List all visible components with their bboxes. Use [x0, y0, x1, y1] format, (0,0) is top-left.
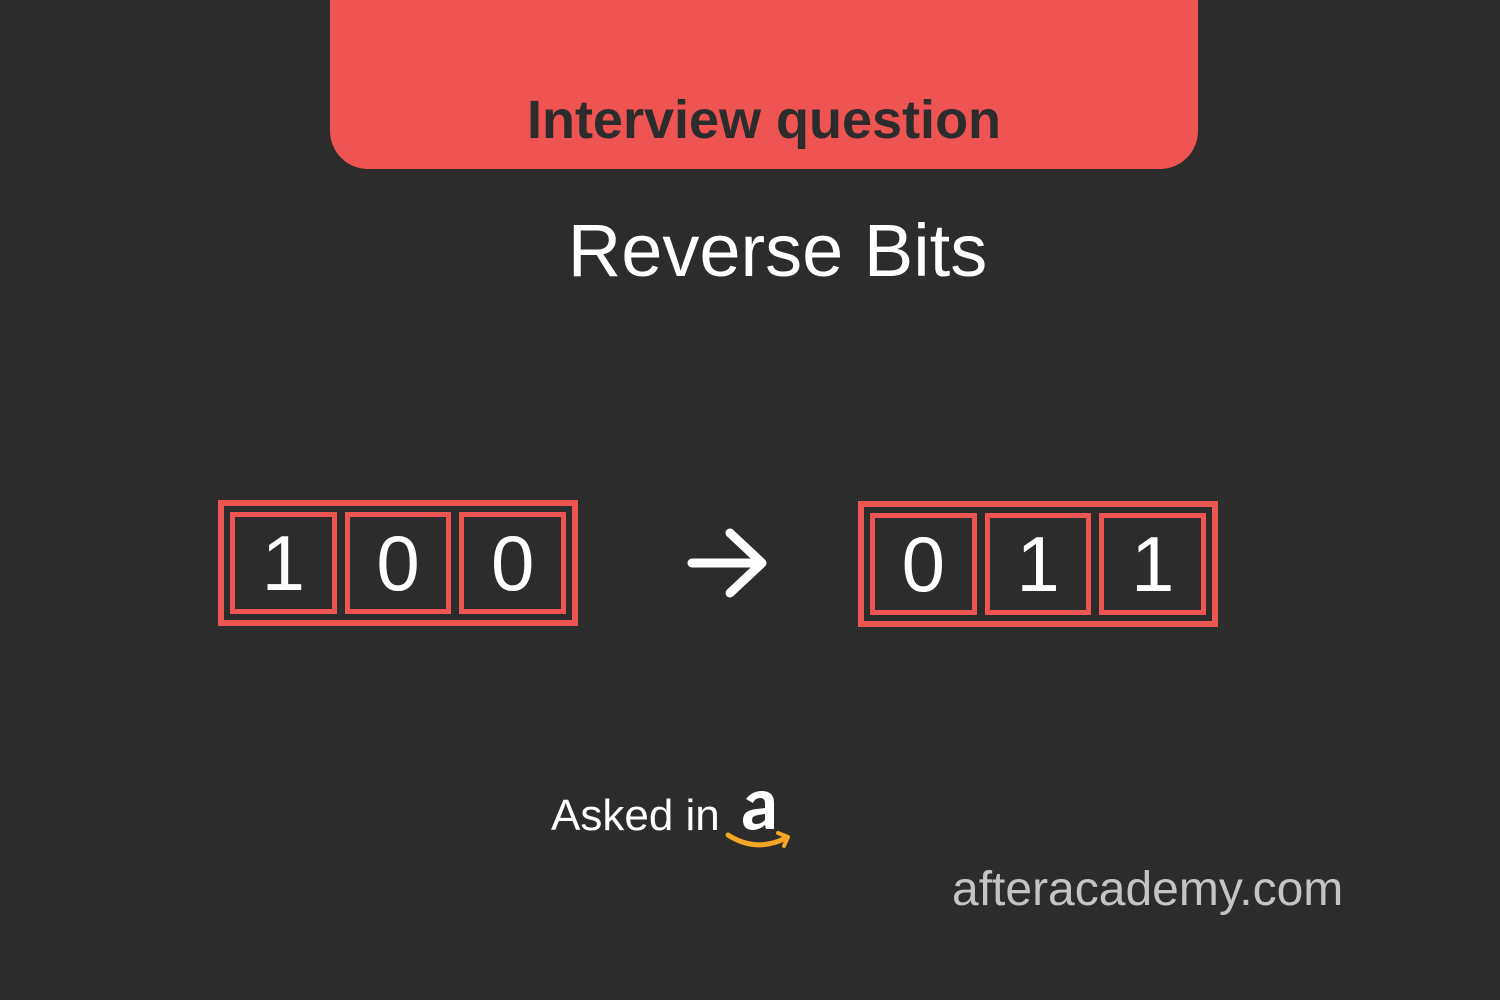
input-bits-box: 1 0 0	[218, 500, 578, 626]
input-bit-cell: 0	[459, 512, 567, 614]
banner-label: Interview question	[526, 90, 1002, 150]
output-bit-cell: 1	[1099, 513, 1207, 615]
input-bit-cell: 0	[344, 512, 452, 614]
output-bit-cell: 0	[870, 513, 977, 615]
asked-in-label: Asked in	[551, 791, 720, 840]
amazon-logo-icon	[725, 791, 790, 848]
page-title: Reverse Bits	[567, 209, 988, 292]
header-banner: Interview question	[330, 0, 1198, 169]
website-link[interactable]: afteracademy.com	[952, 863, 1344, 916]
output-bit-cell: 1	[984, 513, 1092, 615]
arrow-right-icon	[687, 528, 767, 598]
output-bits-box: 0 1 1	[858, 501, 1218, 627]
input-bit-cell: 1	[230, 512, 337, 614]
